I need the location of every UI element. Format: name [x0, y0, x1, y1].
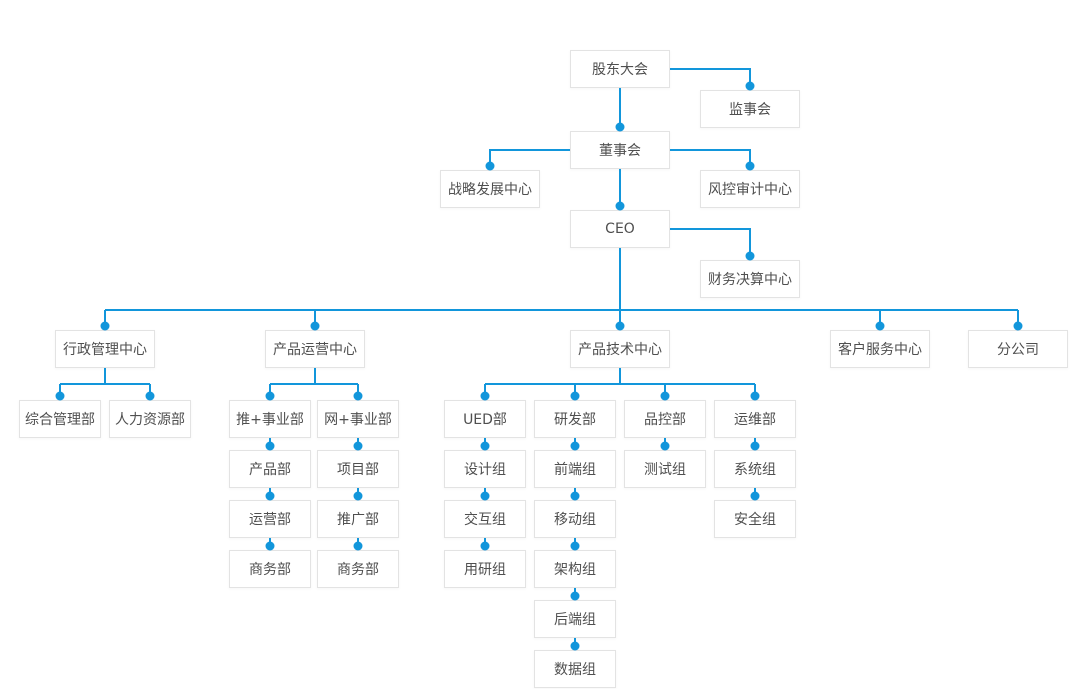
- org-node-label: 推+事业部: [236, 412, 304, 428]
- org-node-label: 行政管理中心: [63, 342, 147, 358]
- org-node-label: 后端组: [554, 612, 596, 628]
- org-node-system-group: 系统组: [714, 450, 796, 488]
- org-node-design-group: 设计组: [444, 450, 526, 488]
- org-node-label: 分公司: [997, 342, 1039, 358]
- org-node-label: 产品技术中心: [578, 342, 662, 358]
- org-node-strategy: 战略发展中心: [440, 170, 540, 208]
- org-node-devops-dept: 运维部: [714, 400, 796, 438]
- org-node-frontend-group: 前端组: [534, 450, 616, 488]
- org-node-label: 系统组: [734, 462, 776, 478]
- org-node-label: 股东大会: [592, 62, 648, 78]
- org-node-ceo: CEO: [570, 210, 670, 248]
- org-node-label: 产品部: [249, 462, 291, 478]
- org-node-data-group: 数据组: [534, 650, 616, 688]
- org-node-qc-dept: 品控部: [624, 400, 706, 438]
- org-node-hr: 人力资源部: [109, 400, 191, 438]
- org-node-operation-dept: 运营部: [229, 500, 311, 538]
- org-node-label: CEO: [605, 221, 635, 237]
- org-node-admin-center: 行政管理中心: [55, 330, 155, 368]
- org-node-label: UED部: [463, 412, 507, 428]
- org-node-label: 研发部: [554, 412, 596, 428]
- org-node-label: 商务部: [249, 562, 291, 578]
- org-node-product-dept: 产品部: [229, 450, 311, 488]
- org-node-biz-dept-2: 商务部: [317, 550, 399, 588]
- org-node-finance: 财务决算中心: [700, 260, 800, 298]
- org-node-label: 董事会: [599, 143, 641, 159]
- org-node-shareholders: 股东大会: [570, 50, 670, 88]
- org-node-label: 前端组: [554, 462, 596, 478]
- org-node-tui-division: 推+事业部: [229, 400, 311, 438]
- org-node-ued-dept: UED部: [444, 400, 526, 438]
- org-node-tech-center: 产品技术中心: [570, 330, 670, 368]
- org-node-branch-company: 分公司: [968, 330, 1068, 368]
- org-node-label: 风控审计中心: [708, 182, 792, 198]
- org-node-label: 交互组: [464, 512, 506, 528]
- org-node-label: 移动组: [554, 512, 596, 528]
- org-node-label: 产品运营中心: [273, 342, 357, 358]
- org-node-label: 数据组: [554, 662, 596, 678]
- org-node-label: 推广部: [337, 512, 379, 528]
- org-node-board: 董事会: [570, 131, 670, 169]
- org-node-arch-group: 架构组: [534, 550, 616, 588]
- org-node-label: 用研组: [464, 562, 506, 578]
- org-node-security-group: 安全组: [714, 500, 796, 538]
- org-node-label: 监事会: [729, 102, 771, 118]
- org-node-rd-dept: 研发部: [534, 400, 616, 438]
- org-node-supervisors: 监事会: [700, 90, 800, 128]
- org-node-label: 网+事业部: [324, 412, 392, 428]
- org-node-ops-center: 产品运营中心: [265, 330, 365, 368]
- org-node-label: 项目部: [337, 462, 379, 478]
- org-node-backend-group: 后端组: [534, 600, 616, 638]
- org-node-label: 架构组: [554, 562, 596, 578]
- org-node-promotion-dept: 推广部: [317, 500, 399, 538]
- org-node-label: 运营部: [249, 512, 291, 528]
- org-node-wang-division: 网+事业部: [317, 400, 399, 438]
- org-node-label: 财务决算中心: [708, 272, 792, 288]
- org-node-label: 人力资源部: [115, 412, 185, 428]
- org-node-label: 安全组: [734, 512, 776, 528]
- org-node-service-center: 客户服务中心: [830, 330, 930, 368]
- org-node-interaction-group: 交互组: [444, 500, 526, 538]
- org-node-label: 测试组: [644, 462, 686, 478]
- org-node-label: 商务部: [337, 562, 379, 578]
- org-node-label: 综合管理部: [25, 412, 95, 428]
- org-node-project-dept: 项目部: [317, 450, 399, 488]
- org-node-label: 设计组: [464, 462, 506, 478]
- org-node-label: 品控部: [644, 412, 686, 428]
- org-node-test-group: 测试组: [624, 450, 706, 488]
- org-node-mobile-group: 移动组: [534, 500, 616, 538]
- org-node-label: 运维部: [734, 412, 776, 428]
- org-node-research-group: 用研组: [444, 550, 526, 588]
- org-node-label: 战略发展中心: [448, 182, 532, 198]
- org-node-label: 客户服务中心: [838, 342, 922, 358]
- org-node-risk-audit: 风控审计中心: [700, 170, 800, 208]
- org-node-biz-dept-1: 商务部: [229, 550, 311, 588]
- org-node-general-mgmt: 综合管理部: [19, 400, 101, 438]
